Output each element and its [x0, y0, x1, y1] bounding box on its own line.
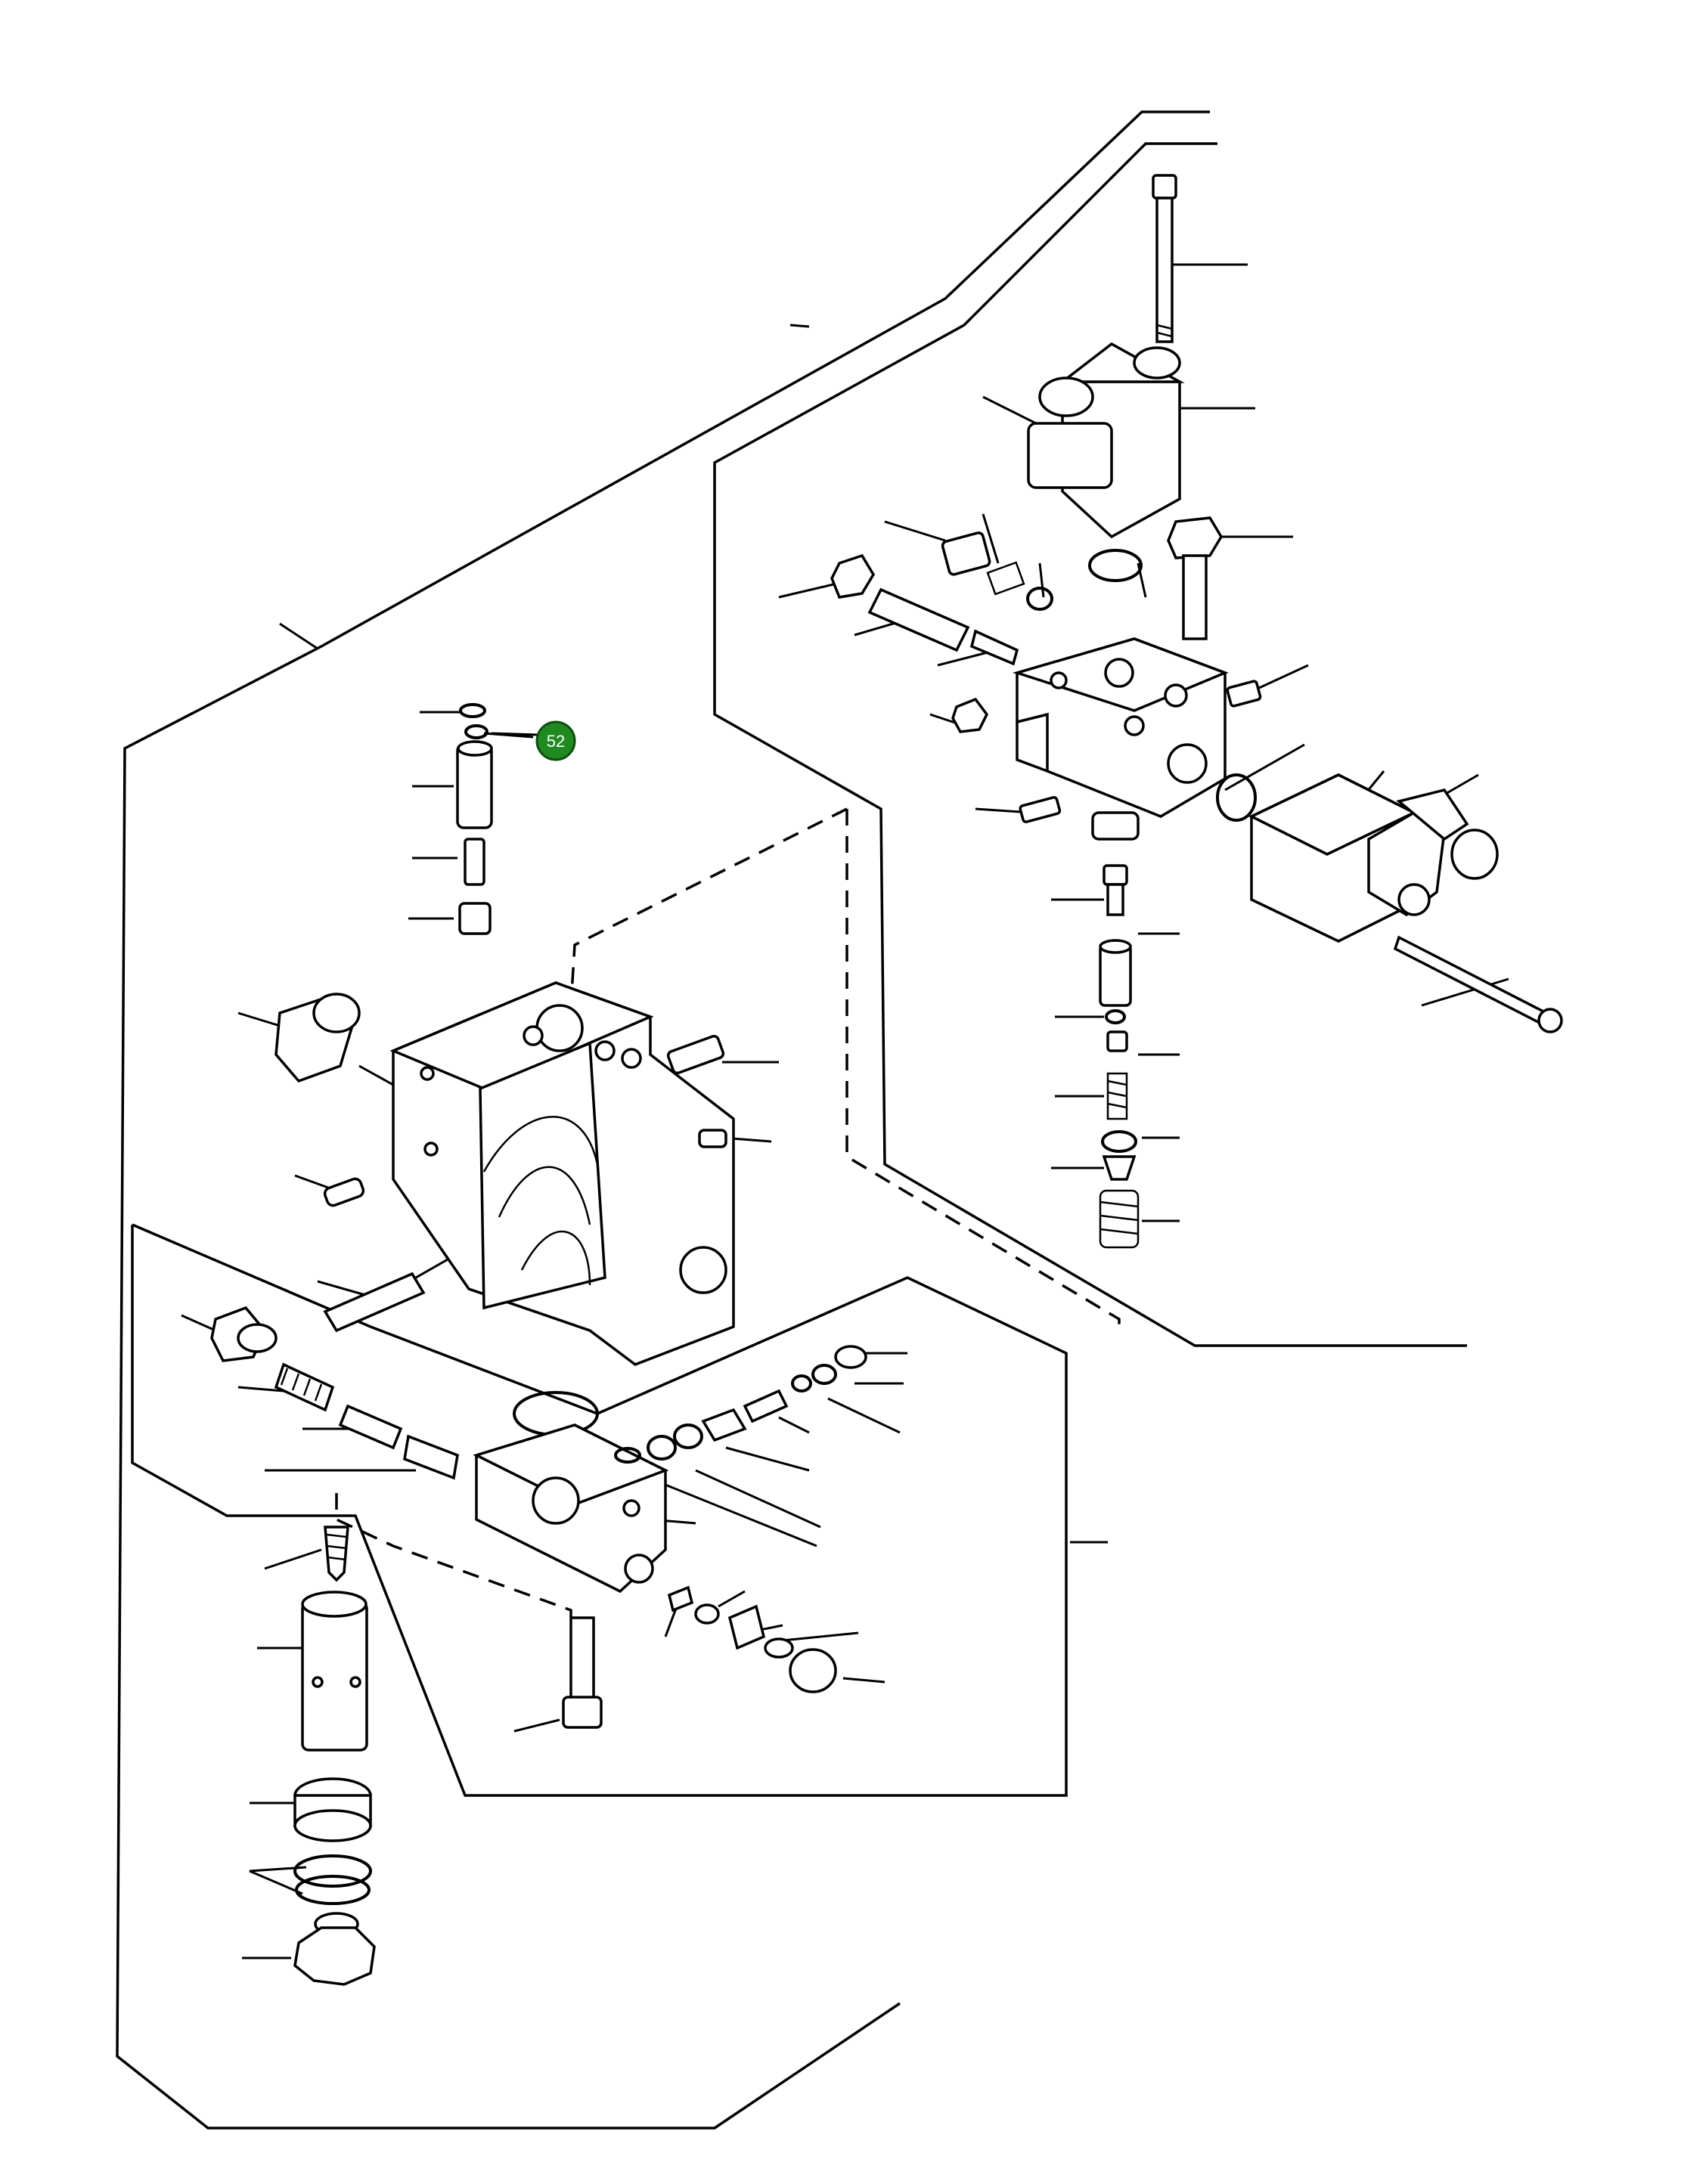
- o-ring: [673, 1423, 703, 1449]
- long-bolt: [1152, 174, 1177, 343]
- top-right-valve-assembly: [830, 174, 1563, 1249]
- plug: [834, 1345, 867, 1369]
- hex-plug: [293, 1912, 376, 1986]
- sleeve: [403, 1434, 459, 1480]
- piston: [458, 902, 492, 935]
- o-ring: [1088, 549, 1143, 582]
- hex-bolt: [1167, 516, 1224, 640]
- threaded-spring: [274, 1362, 335, 1412]
- filter-sleeve: [301, 1591, 368, 1752]
- screw: [951, 697, 989, 733]
- callout-label: 52: [547, 732, 565, 751]
- spool: [338, 1404, 403, 1450]
- screw: [1226, 680, 1262, 708]
- o-ring: [1216, 773, 1257, 822]
- o-ring: [647, 1435, 677, 1461]
- plug-hex: [274, 993, 361, 1083]
- assembly-group-outlines: [116, 110, 1467, 2130]
- seat: [694, 1603, 720, 1625]
- cone-seat: [1102, 1155, 1137, 1181]
- spool: [867, 587, 1019, 666]
- spring: [1106, 1072, 1128, 1120]
- small-spring: [986, 561, 1025, 596]
- o-ring: [459, 703, 486, 718]
- long-pin: [323, 1272, 426, 1333]
- cartridge-sleeve: [456, 740, 493, 829]
- callout-badge[interactable]: [535, 720, 576, 761]
- plug: [789, 1648, 837, 1693]
- o-ring: [791, 1374, 812, 1392]
- o-ring: [1101, 1130, 1137, 1153]
- o-ring: [614, 1447, 641, 1464]
- o-ring: [1105, 1009, 1126, 1024]
- screw-bolt: [666, 1034, 725, 1075]
- solenoid-coil-right: [1248, 773, 1499, 943]
- plug-hex: [210, 1306, 278, 1362]
- o-ring: [811, 1364, 837, 1385]
- poppet: [701, 1408, 747, 1442]
- sleeve: [1099, 939, 1132, 1007]
- solenoid-coil: [1027, 342, 1185, 539]
- poppet: [667, 1585, 694, 1612]
- threaded-insert: [324, 1526, 349, 1582]
- o-ring: [1026, 587, 1053, 611]
- long-bolt-right: [1393, 935, 1563, 1033]
- pin: [698, 1129, 727, 1148]
- valve-body: [1013, 637, 1229, 841]
- bolt: [562, 1616, 603, 1729]
- o-ring: [464, 724, 488, 739]
- leader-lines: [181, 263, 1509, 1959]
- lower-valve-assembly: [210, 1306, 867, 1729]
- main-housing: [389, 981, 735, 1366]
- pilot-plunger: [1103, 864, 1128, 916]
- spool-small: [464, 838, 485, 886]
- threaded-ring: [293, 1777, 372, 1842]
- o-ring: [293, 1854, 372, 1888]
- screw: [1019, 796, 1062, 823]
- callout-52[interactable]: 52: [491, 720, 576, 761]
- o-ring: [295, 1875, 371, 1905]
- spring: [743, 1389, 789, 1423]
- fitting: [830, 531, 991, 599]
- pin: [323, 1177, 365, 1207]
- disc: [764, 1637, 794, 1659]
- poppet: [1106, 1030, 1128, 1052]
- upper-left-cartridge: [456, 703, 493, 935]
- bottom-left-filter-stack: [293, 1526, 376, 1986]
- large-spring: [1099, 1189, 1140, 1249]
- spring: [727, 1604, 766, 1650]
